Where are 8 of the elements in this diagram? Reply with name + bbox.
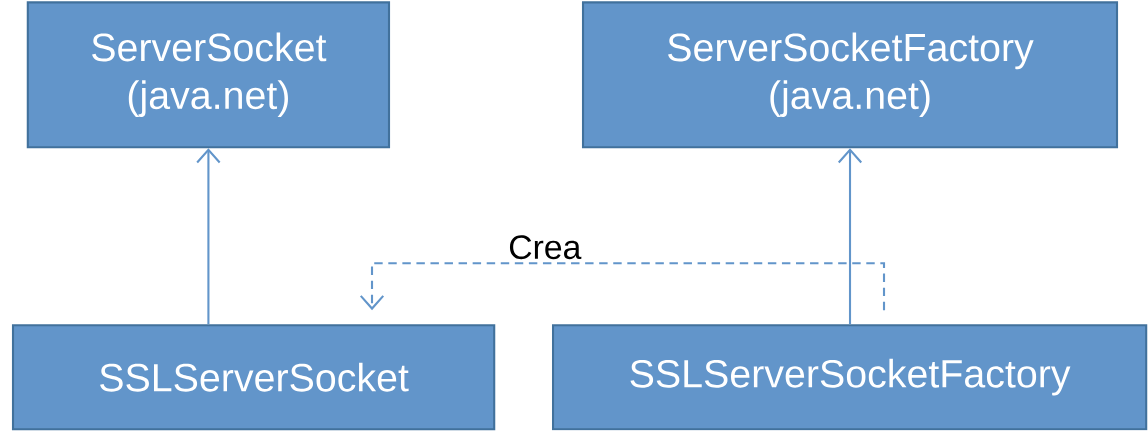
class-box: SSLServerSocket: [11, 324, 496, 431]
edge-label: Crea: [506, 233, 583, 261]
arrow: [837, 148, 863, 325]
class-box: ServerSocket (java.net): [26, 1, 391, 149]
class-box: SSLServerSocketFactory: [551, 324, 1148, 431]
arrow: [196, 148, 221, 325]
class-box: ServerSocketFactory (java.net): [581, 1, 1119, 149]
arrow: [359, 262, 886, 311]
